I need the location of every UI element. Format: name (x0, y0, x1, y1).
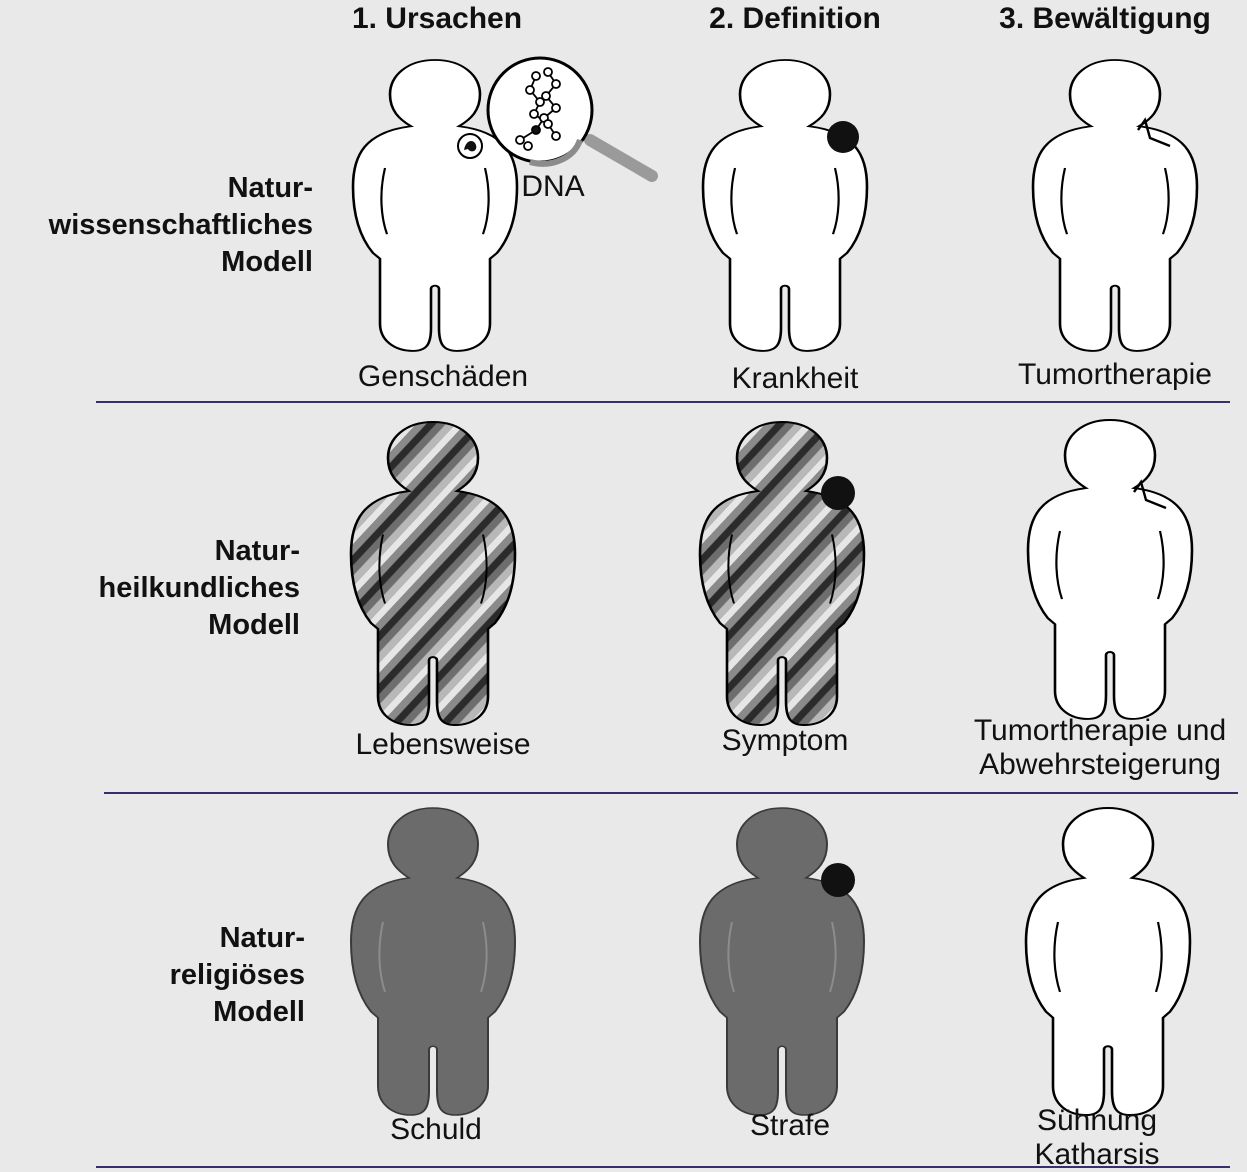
caption-line: Katharsis (1034, 1138, 1159, 1172)
tumor-icon (827, 121, 859, 153)
caption-lifestyle: Lebensweise (355, 728, 530, 762)
caption-punishment: Strafe (750, 1109, 830, 1143)
figure-outline-therapy (1033, 60, 1197, 351)
tumor-icon (821, 863, 855, 897)
figure-gray-punishment (700, 808, 864, 1115)
figure-outline-atonement (1026, 808, 1190, 1115)
caption-line: Sühnung (1034, 1104, 1159, 1138)
dna-label: DNA (521, 170, 584, 204)
caption-atonement: Sühnung Katharsis (1034, 1104, 1159, 1172)
caption-disease: Krankheit (732, 362, 859, 396)
caption-symptom: Symptom (722, 724, 849, 758)
caption-therapy-immune: Tumortherapie und Abwehrsteigerung (974, 714, 1226, 782)
cell-icon (458, 134, 482, 158)
caption-line: Tumortherapie und (974, 714, 1226, 748)
figure-outline-therapy-immune (1028, 420, 1192, 719)
tumor-icon (821, 476, 855, 510)
caption-guilt: Schuld (390, 1113, 482, 1147)
figure-striped-lifestyle (351, 422, 515, 725)
caption-genetic-damage: Genschäden (358, 360, 528, 394)
caption-line: Abwehrsteigerung (974, 748, 1226, 782)
caption-tumor-therapy: Tumortherapie (1018, 358, 1212, 392)
figure-outline-disease (703, 60, 867, 351)
figure-striped-symptom (700, 422, 864, 725)
figure-gray-guilt (351, 808, 515, 1115)
